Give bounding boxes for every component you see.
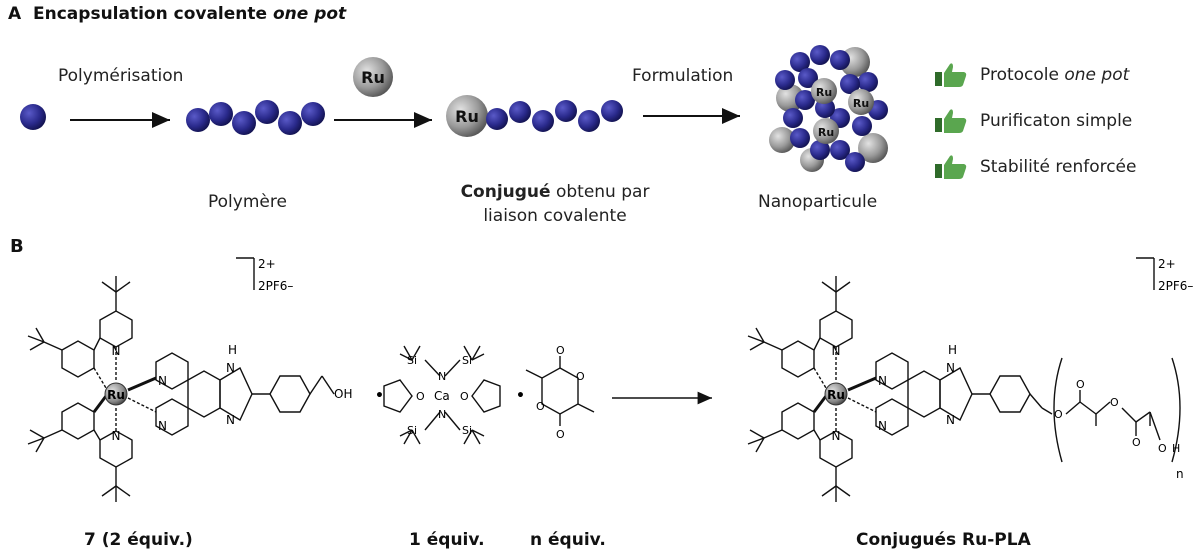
svg-text:N: N <box>226 413 235 427</box>
ru-free-text: Ru <box>361 68 385 87</box>
calcium-complex <box>383 345 501 445</box>
benefit-1-text: Protocole one pot <box>980 65 1130 85</box>
plus-sign: • <box>516 388 525 404</box>
svg-text:Si: Si <box>407 354 417 367</box>
svg-text:O: O <box>556 428 565 441</box>
nano-ru-3: Ru <box>818 126 834 139</box>
svg-text:n: n <box>1176 467 1184 481</box>
conjugate-chain: Ru <box>446 95 623 137</box>
polymer-chain <box>186 100 325 135</box>
panel-b-scheme: Ru N N N N N H N OH 2+ 2PF6– • • Si Si S… <box>26 257 1193 504</box>
ru-center-left <box>104 382 128 406</box>
benefits-list: Protocole one pot Purificaton simple Sta… <box>934 52 1194 190</box>
svg-text:Si: Si <box>407 424 417 437</box>
panel-a-title: A Encapsulation covalente one pot <box>8 4 346 24</box>
svg-text:O: O <box>1132 436 1141 449</box>
conjugate-bold: Conjugué <box>460 182 551 202</box>
svg-text:N: N <box>158 419 167 433</box>
nano-ru-2: Ru <box>853 97 869 110</box>
panel-a-title-italic: one pot <box>272 4 347 24</box>
svg-text:O: O <box>556 344 565 357</box>
benefit-item: Stabilité renforcée <box>934 144 1194 190</box>
svg-text:N: N <box>112 344 121 358</box>
svg-text:O: O <box>1076 378 1085 391</box>
svg-text:N: N <box>878 419 887 433</box>
svg-text:H: H <box>948 343 957 357</box>
benefit-3-text: Stabilité renforcée <box>980 157 1137 177</box>
svg-text:Si: Si <box>462 354 472 367</box>
ru-conjugate-text: Ru <box>455 107 479 126</box>
nanoparticle: Ru Ru Ru <box>769 45 888 172</box>
formulation-label: Formulation <box>632 66 734 86</box>
thumbs-up-icon <box>935 109 967 133</box>
polymer-label: Polymère <box>208 192 287 212</box>
svg-text:O: O <box>576 370 585 383</box>
panel-a-schema: Ru Ru Ru <box>20 45 888 172</box>
svg-text:N: N <box>946 361 955 375</box>
reagent2-label: 1 équiv. <box>409 530 485 550</box>
ru-text-right: Ru <box>827 388 845 402</box>
nanoparticle-label: Nanoparticule <box>758 192 878 212</box>
polymerisation-label: Polymérisation <box>58 66 184 86</box>
ru-sphere-free: Ru <box>353 57 393 97</box>
ru-center-right <box>824 382 848 406</box>
svg-text:N: N <box>158 374 167 388</box>
conjugate-rest: obtenu par <box>550 182 650 202</box>
thumbs-up-icon <box>935 155 967 179</box>
conjugate-label: Conjugué obtenu par liaison covalente <box>440 180 670 228</box>
monomer-sphere <box>20 104 46 130</box>
svg-text:H: H <box>1172 442 1180 455</box>
conjugate-line2: liaison covalente <box>483 206 627 226</box>
ru-text-left: Ru <box>107 388 125 402</box>
charge-bottom-right: 2PF6– <box>1158 279 1193 293</box>
ca-text: Ca <box>434 389 450 403</box>
benefit-item: Purificaton simple <box>934 98 1194 144</box>
nano-ru-1: Ru <box>816 86 832 99</box>
svg-text:N: N <box>832 344 841 358</box>
svg-text:N: N <box>112 429 121 443</box>
thumbs-up-icon <box>935 63 967 87</box>
svg-text:O: O <box>536 400 545 413</box>
panel-b-letter: B <box>10 236 24 257</box>
plus-sign: • <box>375 388 384 404</box>
svg-text:N: N <box>438 370 446 383</box>
svg-text:O: O <box>1054 408 1063 421</box>
svg-text:N: N <box>946 413 955 427</box>
svg-text:O: O <box>1158 442 1167 455</box>
charge-top-left: 2+ <box>258 257 276 271</box>
panel-a-title-main: Encapsulation covalente <box>33 4 273 24</box>
panel-a-letter: A <box>8 4 22 24</box>
benefit-item: Protocole one pot <box>934 52 1194 98</box>
svg-text:H: H <box>228 343 237 357</box>
svg-text:O: O <box>460 390 469 403</box>
benefit-2-text: Purificaton simple <box>980 111 1133 131</box>
svg-text:Si: Si <box>462 424 472 437</box>
svg-text:O: O <box>1110 396 1119 409</box>
product-label: Conjugués Ru-PLA <box>856 530 1031 550</box>
charge-bottom-left: 2PF6– <box>258 279 293 293</box>
reagent1-label: 7 (2 équiv.) <box>84 530 193 550</box>
svg-text:O: O <box>416 390 425 403</box>
lactide <box>525 356 595 426</box>
svg-text:OH: OH <box>334 387 352 401</box>
svg-text:N: N <box>226 361 235 375</box>
svg-text:N: N <box>438 408 446 421</box>
svg-text:N: N <box>832 429 841 443</box>
charge-top-right: 2+ <box>1158 257 1176 271</box>
svg-text:N: N <box>878 374 887 388</box>
reagent3-label: n équiv. <box>530 530 606 550</box>
